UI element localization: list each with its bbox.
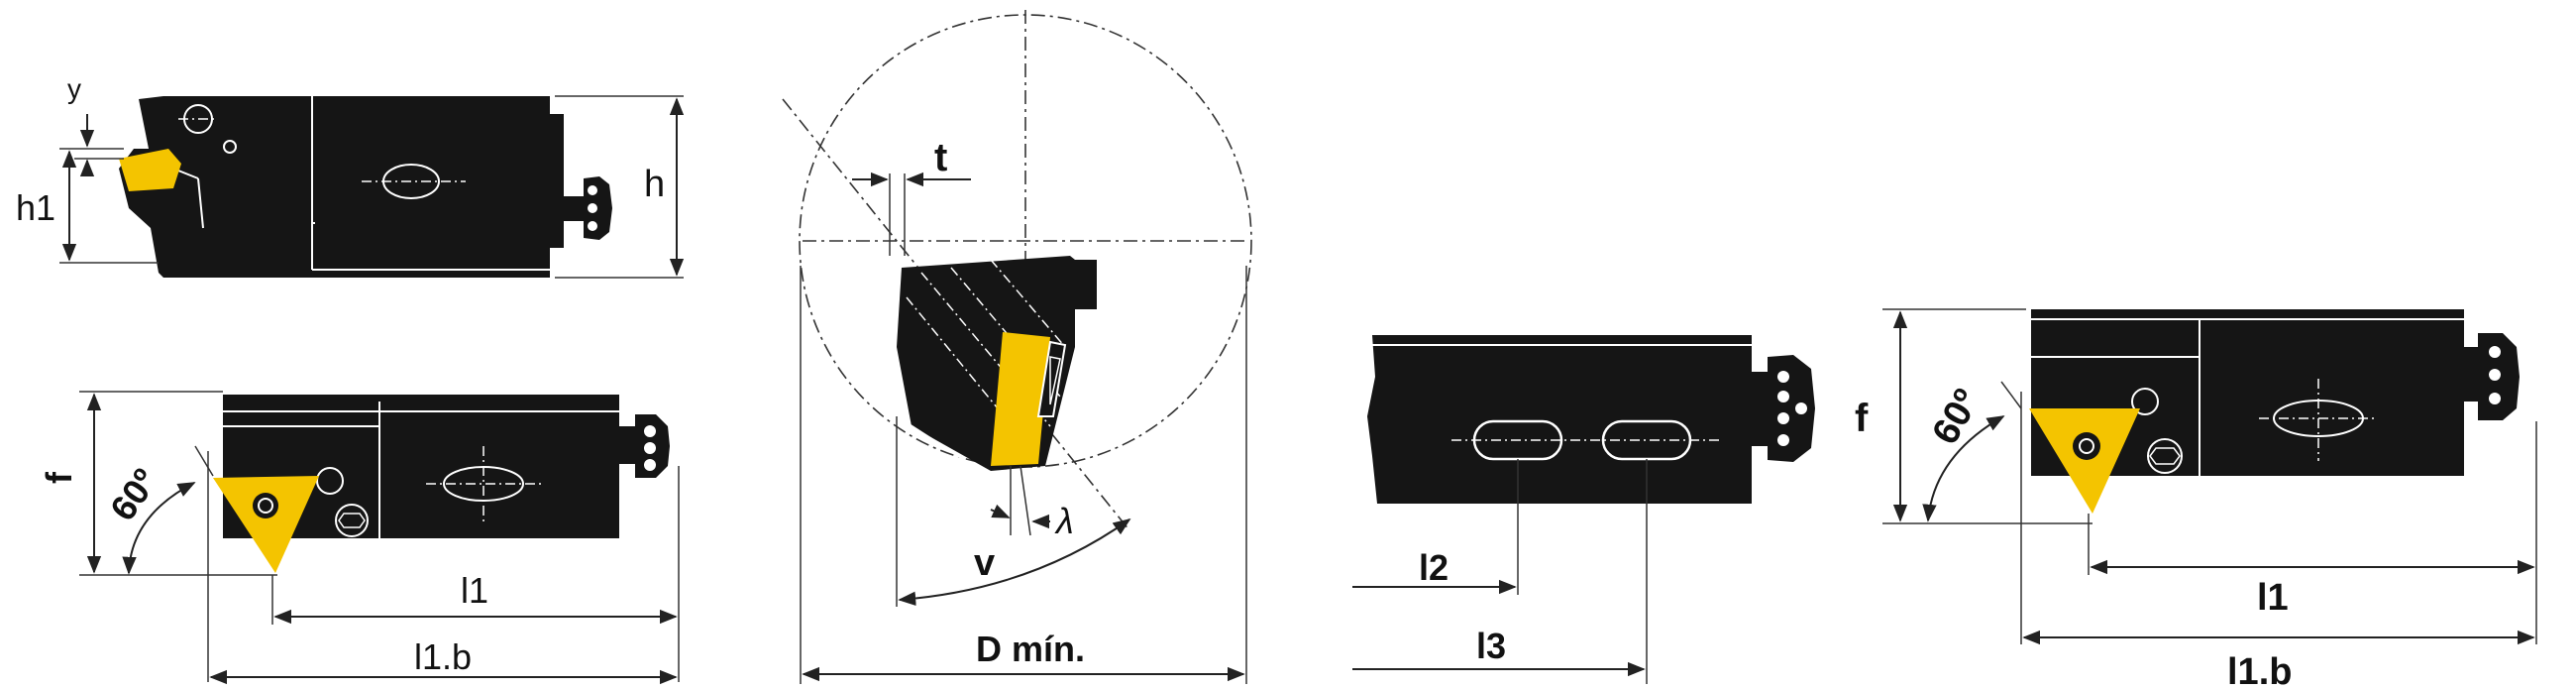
shank-view: l2 l3 [1352,335,1815,684]
top-view-right-insert [2029,408,2140,514]
boring-detail-insert [991,332,1050,466]
label-l1-right: l1 [2257,577,2289,619]
label-h1: h1 [16,187,55,228]
label-l1b-right: l1.b [2227,651,2292,690]
label-f-left: f [39,471,79,484]
label-l3: l3 [1476,626,1506,666]
label-angle-left: 60º [102,461,165,527]
label-d-min: D mín. [976,629,1085,669]
shank-knob [1768,355,1815,462]
label-angle-right: 60º [1924,383,1988,452]
top-view-right-toolholder: f 60º l1 l1.b [1855,308,2537,690]
top-view-left-insert [213,476,319,573]
label-l1b-left: l1.b [414,636,472,677]
top-view-left-toolholder: f 60º l1 l1.b [39,391,680,685]
label-t: t [934,136,947,179]
side-view-insert [119,149,181,191]
label-f-right: f [1855,397,1869,440]
label-v: v [974,542,995,584]
label-h: h [644,164,665,205]
label-l1-left: l1 [461,570,488,611]
label-y: y [67,73,81,104]
top-view-left-knob [619,414,670,478]
top-view-right-knob [2464,333,2520,420]
side-view-toolholder: y h1 h [16,73,685,279]
label-lambda: λ [1054,501,1074,541]
label-l2: l2 [1419,547,1449,588]
boring-detail-view: t v λ D mín. [782,10,1252,684]
side-view-knob [564,176,612,240]
